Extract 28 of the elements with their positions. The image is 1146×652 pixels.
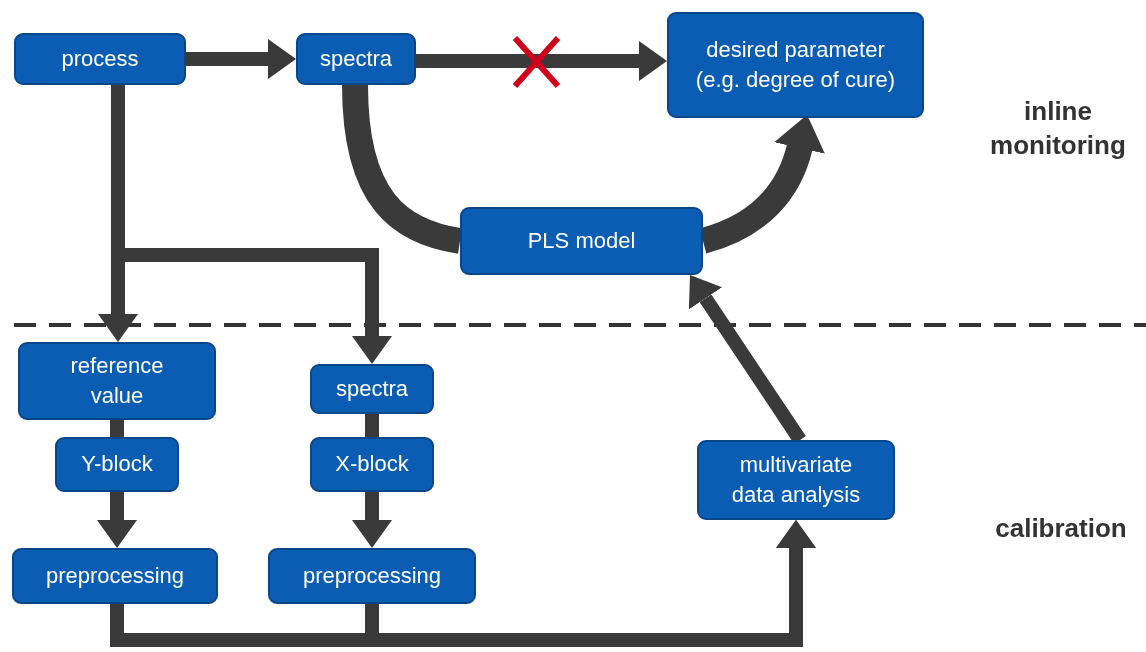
box-label: preprocessing	[302, 561, 442, 590]
box-label: spectra	[335, 374, 409, 403]
box-label: X-block	[335, 450, 409, 479]
arrow	[352, 492, 392, 548]
box-label: reference value	[69, 351, 165, 410]
process-box	[18, 342, 216, 420]
arrow	[416, 41, 667, 81]
process-box	[12, 548, 218, 604]
arrow	[97, 492, 137, 548]
arrow	[186, 39, 296, 79]
box-label: Y-block	[81, 450, 153, 479]
process-box	[310, 364, 434, 414]
process-box	[460, 207, 703, 275]
section-label: inline monitoring	[989, 95, 1127, 162]
box-label: desired parameter (e.g. degree of cure)	[694, 35, 897, 94]
box-label: multivariate data analysis	[730, 450, 862, 509]
box-label: preprocessing	[45, 561, 185, 590]
process-box	[14, 33, 186, 85]
process-box	[697, 440, 895, 520]
section-label: calibration	[994, 512, 1128, 545]
box-label: PLS model	[527, 226, 636, 255]
box-label: spectra	[319, 44, 393, 73]
box-label: process	[61, 44, 139, 73]
process-box	[55, 437, 179, 492]
process-box	[310, 437, 434, 492]
process-box	[268, 548, 476, 604]
process-box	[667, 12, 924, 118]
process-box	[296, 33, 416, 85]
